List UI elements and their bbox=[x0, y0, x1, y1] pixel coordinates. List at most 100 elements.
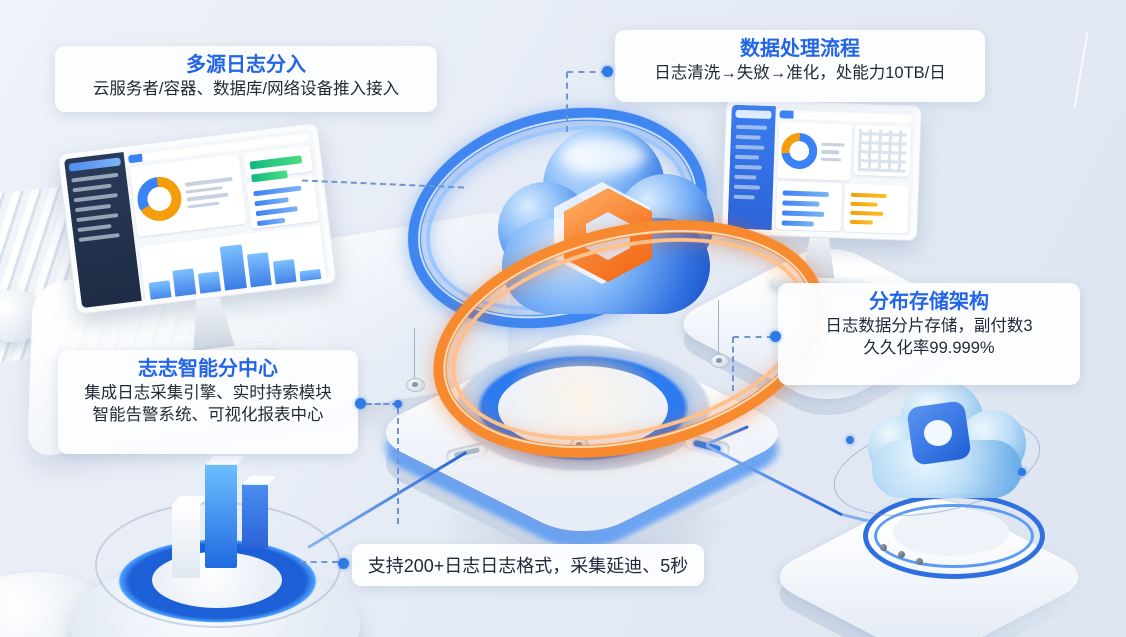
card-title: 多源日志分入 bbox=[186, 54, 306, 76]
calendar-panel bbox=[853, 124, 912, 177]
card-desc: 智能告警系统、可视化报表中心 bbox=[92, 406, 324, 424]
connector-dashed bbox=[566, 72, 568, 132]
row-line bbox=[735, 134, 762, 140]
row-line bbox=[821, 150, 840, 155]
card-intelligence-center: 志志智能分中心 集成日志采集引擎、实时持索模块 智能告警系统、可视化报表中心 bbox=[58, 350, 358, 454]
donut-chart bbox=[780, 132, 819, 170]
sidebar-blue bbox=[727, 104, 776, 231]
monitor-bezel bbox=[57, 122, 337, 315]
calendar-grid bbox=[857, 129, 908, 173]
h-bar bbox=[249, 155, 302, 170]
storage-inner-disc bbox=[893, 508, 1009, 556]
connector-dot bbox=[355, 398, 366, 409]
row-line bbox=[78, 233, 120, 243]
connector-dot bbox=[602, 66, 613, 77]
sidebar-menu bbox=[733, 124, 772, 200]
donut-chart bbox=[134, 174, 184, 224]
card-distributed-storage: 分布存储架构 日志数据分片存储，副付数3 久久化率99.999% bbox=[778, 283, 1080, 385]
card-multi-source-logs: 多源日志分入 云服务者/容器、数据库/网络设备推入接入 bbox=[55, 46, 437, 112]
card-desc: 云服务者/容器、数据库/网络设备推入接入 bbox=[92, 80, 400, 98]
row-line bbox=[184, 176, 233, 187]
cloud-gloss bbox=[560, 138, 646, 174]
connector-dashed bbox=[567, 71, 607, 73]
connector-dashed bbox=[300, 561, 338, 563]
card-data-processing: 数据处理流程 日志清洗→失敓→准化，处能力10TB/日 bbox=[615, 30, 985, 102]
indicator-dot bbox=[898, 551, 905, 558]
v-bar bbox=[272, 259, 298, 293]
h-bar bbox=[850, 192, 888, 199]
h-bar bbox=[782, 210, 825, 217]
blue-bars-panel bbox=[246, 174, 320, 229]
connector-dashed bbox=[366, 403, 398, 405]
connector-dot bbox=[394, 400, 402, 408]
donut-stats bbox=[179, 172, 241, 213]
chart-bar bbox=[172, 504, 200, 578]
sidebar-menu bbox=[70, 172, 129, 243]
row-line bbox=[72, 183, 112, 193]
dashboard-main bbox=[772, 106, 916, 235]
v-bar bbox=[148, 280, 173, 308]
chart-bar bbox=[205, 464, 237, 568]
storage-cloud bbox=[868, 380, 1028, 500]
row-line bbox=[821, 142, 845, 147]
row-line bbox=[733, 194, 755, 200]
background-streak bbox=[1073, 30, 1089, 110]
connector-dot bbox=[770, 331, 781, 342]
connector-dot bbox=[338, 558, 349, 569]
donut-stats bbox=[817, 138, 849, 166]
row-line bbox=[71, 172, 119, 183]
connector-dashed bbox=[732, 337, 734, 391]
dashboard-screen bbox=[727, 104, 916, 235]
v-bar bbox=[299, 269, 323, 290]
platform-rivet bbox=[406, 378, 425, 392]
orange-rows-panel bbox=[843, 183, 910, 234]
storage-node bbox=[760, 380, 1110, 637]
blue-bars-panel bbox=[775, 181, 842, 232]
indicator-dot bbox=[880, 544, 887, 551]
shield-lens bbox=[924, 420, 952, 446]
h-bar bbox=[782, 200, 820, 207]
card-desc: 日志清洗→失敓→准化，处能力10TB/日 bbox=[654, 64, 946, 82]
row-line bbox=[73, 192, 119, 203]
app-logo bbox=[68, 157, 122, 172]
app-logo bbox=[735, 109, 772, 120]
connector-dashed bbox=[733, 336, 773, 338]
card-title: 数据处理流程 bbox=[740, 38, 860, 60]
h-bar bbox=[254, 197, 289, 207]
dashboard-screen bbox=[63, 128, 331, 309]
donut-panel bbox=[129, 153, 248, 237]
monitor-bezel bbox=[721, 98, 922, 242]
card-desc: 日志数据分片存储，副付数3 bbox=[825, 317, 1033, 335]
row-line bbox=[734, 154, 759, 160]
orbit-dot bbox=[846, 436, 854, 444]
indicator-dot bbox=[916, 558, 923, 565]
card-format-support: 支持200+日志日志格式，采集延迪、5秒 bbox=[352, 544, 704, 586]
card-desc: 久久化率99.999% bbox=[863, 339, 995, 357]
row-line bbox=[74, 203, 112, 213]
bar-chart-pedestal bbox=[60, 440, 360, 637]
h-bar bbox=[256, 217, 286, 227]
v-bar bbox=[198, 270, 223, 302]
h-bar bbox=[849, 219, 874, 225]
row-line bbox=[734, 164, 762, 170]
row-line bbox=[821, 157, 842, 162]
dashboard-main bbox=[123, 129, 330, 309]
row-line bbox=[185, 185, 223, 194]
h-bar bbox=[255, 206, 298, 217]
h-bar bbox=[782, 190, 830, 198]
row-line bbox=[733, 184, 761, 190]
row-line bbox=[186, 192, 229, 202]
green-bars-panel bbox=[242, 145, 314, 196]
row-line bbox=[734, 174, 757, 180]
row-line bbox=[736, 124, 767, 130]
card-title: 志志智能分中心 bbox=[138, 358, 278, 380]
card-desc: 集成日志采集引擎、实时持索模块 bbox=[84, 384, 332, 402]
antenna-wire bbox=[414, 328, 415, 382]
row-line bbox=[187, 201, 220, 209]
connector-dashed bbox=[397, 408, 399, 524]
h-bar bbox=[849, 201, 878, 207]
chart-bar bbox=[242, 484, 268, 548]
h-bar bbox=[253, 185, 302, 197]
h-bar bbox=[781, 220, 814, 227]
